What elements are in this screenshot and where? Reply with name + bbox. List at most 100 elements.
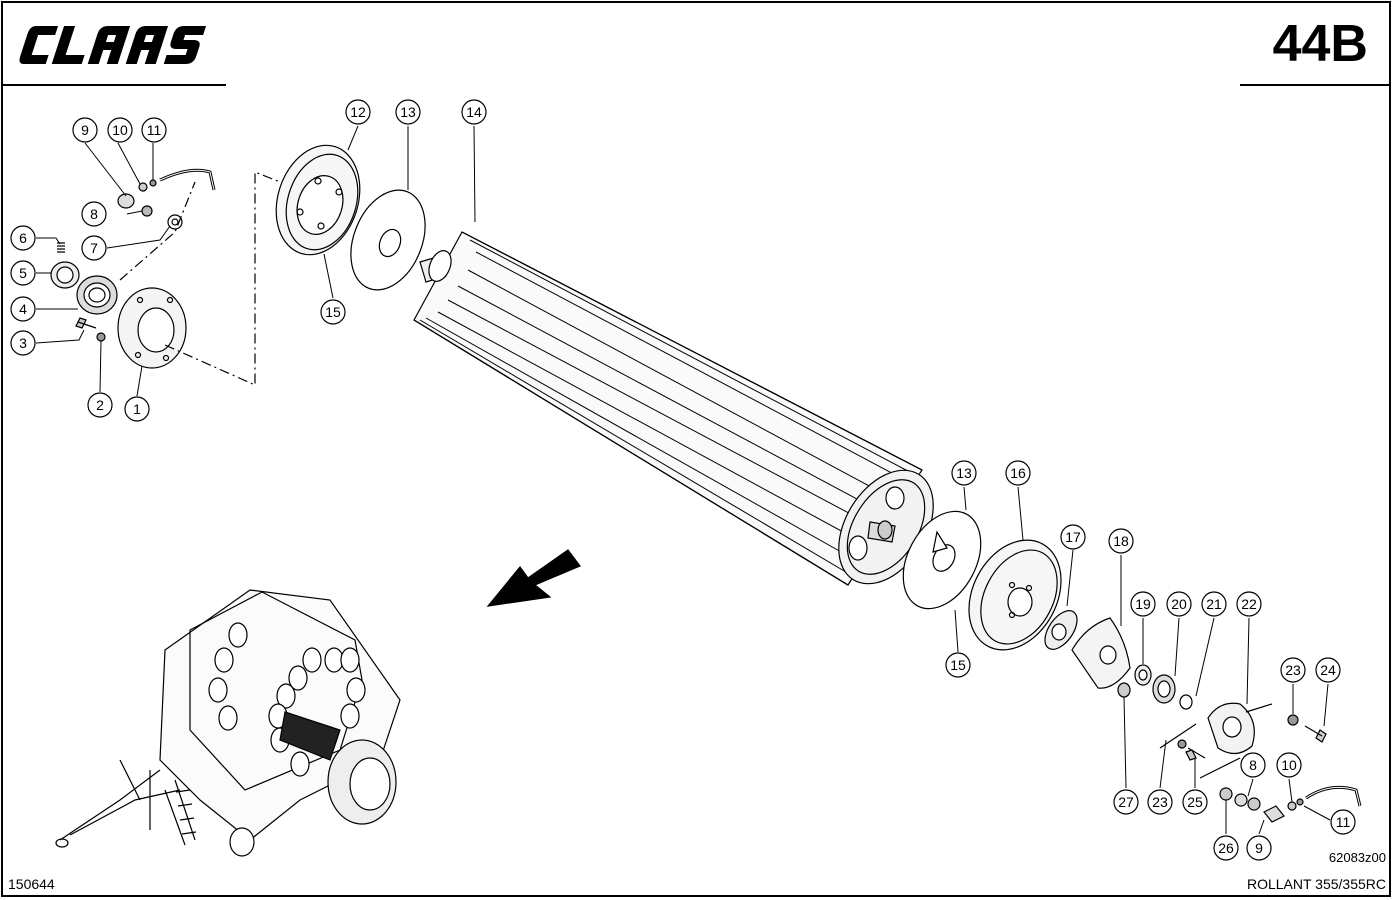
callout-6: 6 xyxy=(10,225,36,251)
callout-18: 18 xyxy=(1108,528,1134,554)
callout-label: 11 xyxy=(1336,814,1351,830)
callout-label: 17 xyxy=(1065,529,1081,545)
callout-label: 3 xyxy=(19,335,27,351)
callout-label: 12 xyxy=(350,104,366,120)
callout-17: 17 xyxy=(1060,524,1086,550)
header-rule-right xyxy=(1240,84,1390,86)
callout-8: 8 xyxy=(81,201,107,227)
callout-circle xyxy=(1060,524,1086,550)
callout-circle xyxy=(320,299,346,325)
disc-13-left xyxy=(350,189,426,291)
callout-label: 26 xyxy=(1218,840,1234,856)
callout-label: 8 xyxy=(1249,757,1257,773)
baler-location-inset xyxy=(55,589,401,857)
end-plate-12 xyxy=(275,144,361,256)
callout-label: 9 xyxy=(1255,840,1263,856)
callout-13: 13 xyxy=(951,460,977,486)
callout-circle xyxy=(10,296,36,322)
callout-label: 5 xyxy=(19,265,27,281)
callout-label: 4 xyxy=(19,301,27,317)
callout-label: 13 xyxy=(956,465,972,481)
drawing-reference: 62083z00 xyxy=(1328,850,1386,865)
callout-3: 3 xyxy=(10,330,36,356)
callout-label: 16 xyxy=(1010,465,1026,481)
callout-circle xyxy=(107,117,133,143)
callout-circle xyxy=(87,392,113,418)
callout-label: 10 xyxy=(112,122,128,138)
callout-10: 10 xyxy=(1276,752,1302,778)
page-number: 44B xyxy=(1272,15,1368,73)
model-name: ROLLANT 355/355RC xyxy=(1246,876,1386,892)
callout-circle xyxy=(141,117,167,143)
callout-label: 20 xyxy=(1171,596,1187,612)
callout-7: 7 xyxy=(81,235,107,261)
callout-11: 11 xyxy=(141,117,167,143)
callout-label: 19 xyxy=(1135,596,1151,612)
callout-11: 11 xyxy=(1330,809,1356,835)
callout-23: 23 xyxy=(1280,657,1306,683)
callout-label: 13 xyxy=(400,104,416,120)
callout-5: 5 xyxy=(10,260,36,286)
callout-16: 16 xyxy=(1005,460,1031,486)
callout-12: 12 xyxy=(345,99,371,125)
callout-label: 11 xyxy=(147,122,162,138)
claas-logo xyxy=(19,26,207,64)
callout-label: 23 xyxy=(1285,662,1301,678)
callout-23: 23 xyxy=(1147,789,1173,815)
callout-circle xyxy=(10,330,36,356)
callout-circle xyxy=(1315,657,1341,683)
callout-circle xyxy=(124,396,150,422)
callout-circle xyxy=(1166,591,1192,617)
callout-circle xyxy=(10,225,36,251)
callout-label: 7 xyxy=(90,240,98,256)
callout-circle xyxy=(72,117,98,143)
callout-9: 9 xyxy=(1246,835,1272,861)
sheet-code: 150644 xyxy=(8,876,55,892)
callout-circle xyxy=(1236,591,1262,617)
callout-circle xyxy=(1182,789,1208,815)
left-end-parts xyxy=(50,168,291,386)
right-end-parts xyxy=(902,510,1362,823)
callout-label: 15 xyxy=(325,304,341,320)
callout-label: 10 xyxy=(1281,757,1297,773)
callout-19: 19 xyxy=(1130,591,1156,617)
callout-4: 4 xyxy=(10,296,36,322)
callout-9: 9 xyxy=(72,117,98,143)
callout-label: 24 xyxy=(1320,662,1336,678)
callout-circle xyxy=(1005,460,1031,486)
callout-circle xyxy=(1108,528,1134,554)
callout-1: 1 xyxy=(124,396,150,422)
roller-14 xyxy=(413,231,934,586)
callout-circle xyxy=(1147,789,1173,815)
callout-15: 15 xyxy=(320,299,346,325)
callout-circle xyxy=(81,201,107,227)
callout-22: 22 xyxy=(1236,591,1262,617)
callout-circle xyxy=(1113,789,1139,815)
callout-circle xyxy=(395,99,421,125)
callout-circle xyxy=(945,652,971,678)
callout-25: 25 xyxy=(1182,789,1208,815)
callout-leaders xyxy=(35,125,1331,835)
callout-circle xyxy=(1213,835,1239,861)
callout-label: 21 xyxy=(1206,596,1222,612)
callout-label: 25 xyxy=(1187,794,1203,810)
callout-label: 27 xyxy=(1118,794,1134,810)
callout-label: 18 xyxy=(1113,533,1129,549)
callout-circle xyxy=(951,460,977,486)
callout-14: 14 xyxy=(461,99,487,125)
callout-label: 2 xyxy=(96,397,104,413)
callout-10: 10 xyxy=(107,117,133,143)
callout-label: 6 xyxy=(19,230,27,246)
callout-2: 2 xyxy=(87,392,113,418)
callout-label: 8 xyxy=(90,206,98,222)
callout-circle xyxy=(345,99,371,125)
callout-circle xyxy=(1201,591,1227,617)
travel-direction-arrow xyxy=(486,549,581,607)
callout-label: 15 xyxy=(950,657,966,673)
callout-26: 26 xyxy=(1213,835,1239,861)
callout-15: 15 xyxy=(945,652,971,678)
